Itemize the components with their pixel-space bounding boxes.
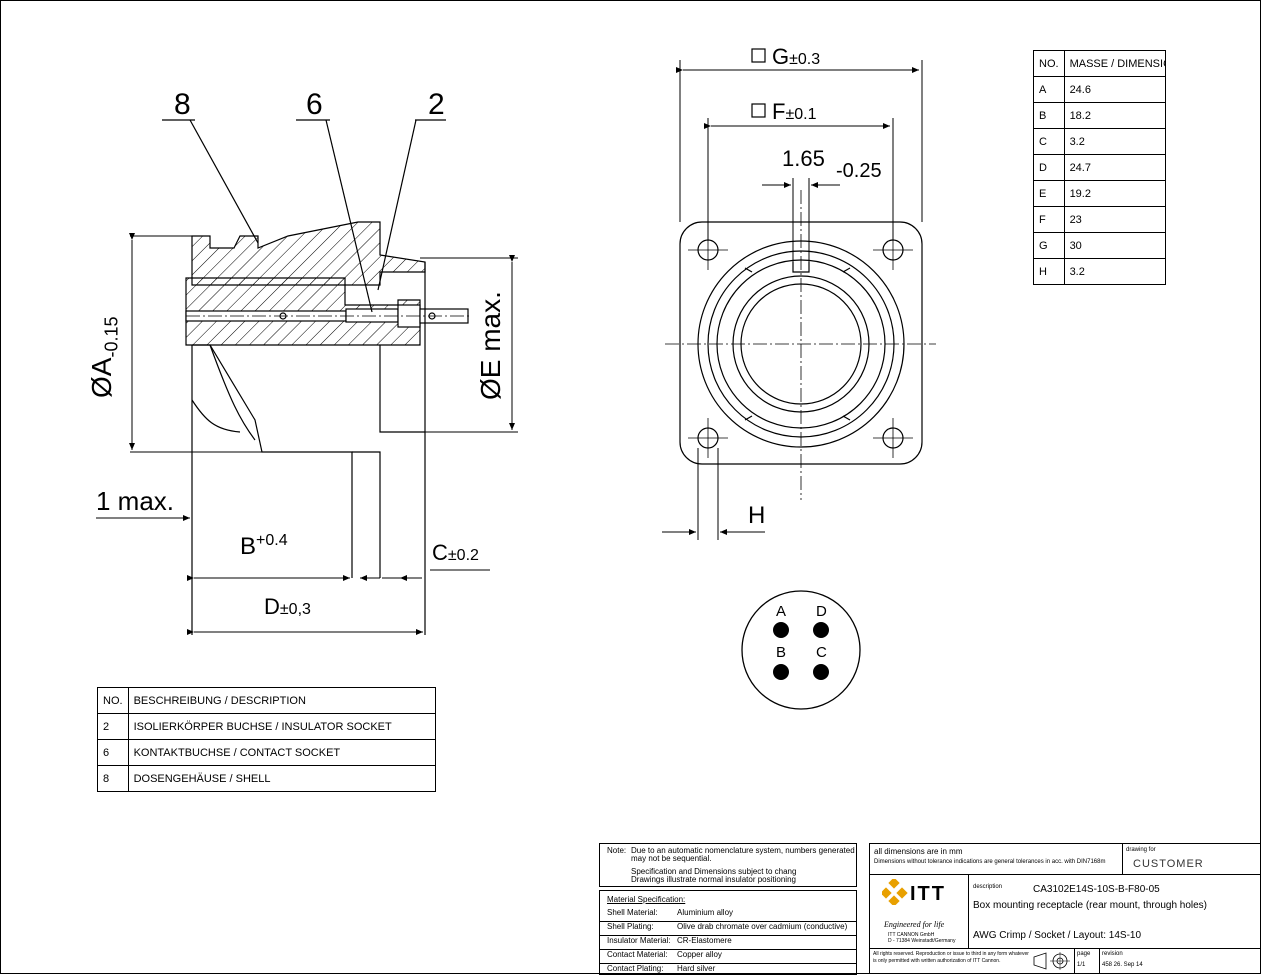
dim-label-C: C±0.2 [432,540,479,565]
dim-label-B: B+0.4 [240,532,288,560]
pin-label-a: A [776,603,787,620]
callout-8: 8 [174,88,191,121]
dim-label-F: F±0.1 [772,99,817,124]
material-spec-title: Material Specification: [607,895,686,904]
callout-6: 6 [306,88,323,121]
pin-label-d: D [816,603,827,620]
material-row: Contact Plating:Hard silver [607,964,716,973]
note-box: Note: Due to an automatic nomenclature s… [599,843,857,887]
projection-symbol-icon [1033,952,1070,970]
dimension-table: NO. MASSE / DIMENSION A24.6 B18.2 C3.2 D… [1033,50,1166,285]
pin-label-b: B [776,644,787,661]
page-cell: page 1/1 [1075,949,1100,973]
callout-2: 2 [428,88,445,121]
dim-label-A: ØA-0.15 [86,316,122,399]
dim-label-key-width: 1.65 [782,146,825,171]
dim-label-1max: 1 max. [96,486,175,516]
drawing-for-cell: drawing for CUSTOMER [1123,844,1260,875]
material-row: Insulator Material:CR-Elastomere [600,936,856,950]
material-row: Contact Material:Copper alloy [600,950,856,964]
dim-label-E: ØE max. [475,291,506,400]
description-cell: description CA3102E14S-10S-B-F80-05 Box … [969,875,1260,949]
units-cell: all dimensions are in mm Dimensions with… [870,844,1123,875]
dim-label-H: H [748,502,766,529]
dim-label-D: D±0,3 [264,594,311,619]
front-view [665,190,936,500]
rights-cell: All rights reserved. Reproduction or iss… [870,949,1075,973]
dim-label-G: G±0.3 [772,44,821,69]
parts-table-header: NO. BESCHREIBUNG / DESCRIPTION [97,687,437,714]
side-section-view [162,119,470,635]
part-number: CA3102E14S-10S-B-F80-05 [1033,884,1160,895]
logo-cell: ITT Engineered for life ITT CANNON GmbH … [870,875,969,949]
dimension-table-header: NO. MASSE / DIMENSION [1033,50,1166,77]
material-row: Shell Material:Aluminium alloy [600,908,856,922]
material-row: Shell Plating:Olive drab chromate over c… [600,922,856,936]
material-spec-box: Material Specification: Shell Material:A… [599,890,857,975]
material-spec-rows: Shell Material:Aluminium alloy Shell Pla… [600,908,856,977]
side-dimensions [96,233,518,635]
revision-cell: revision 458 26. Sep 14 [1102,951,1143,968]
dim-label-key-tol: -0.25 [836,160,882,182]
pin-label-c: C [816,644,827,661]
itt-brand: ITT [910,883,946,905]
pin-layout [741,590,861,710]
title-block: all dimensions are in mm Dimensions with… [869,843,1261,974]
itt-logo-icon [882,879,908,905]
front-dimensions [662,48,923,540]
